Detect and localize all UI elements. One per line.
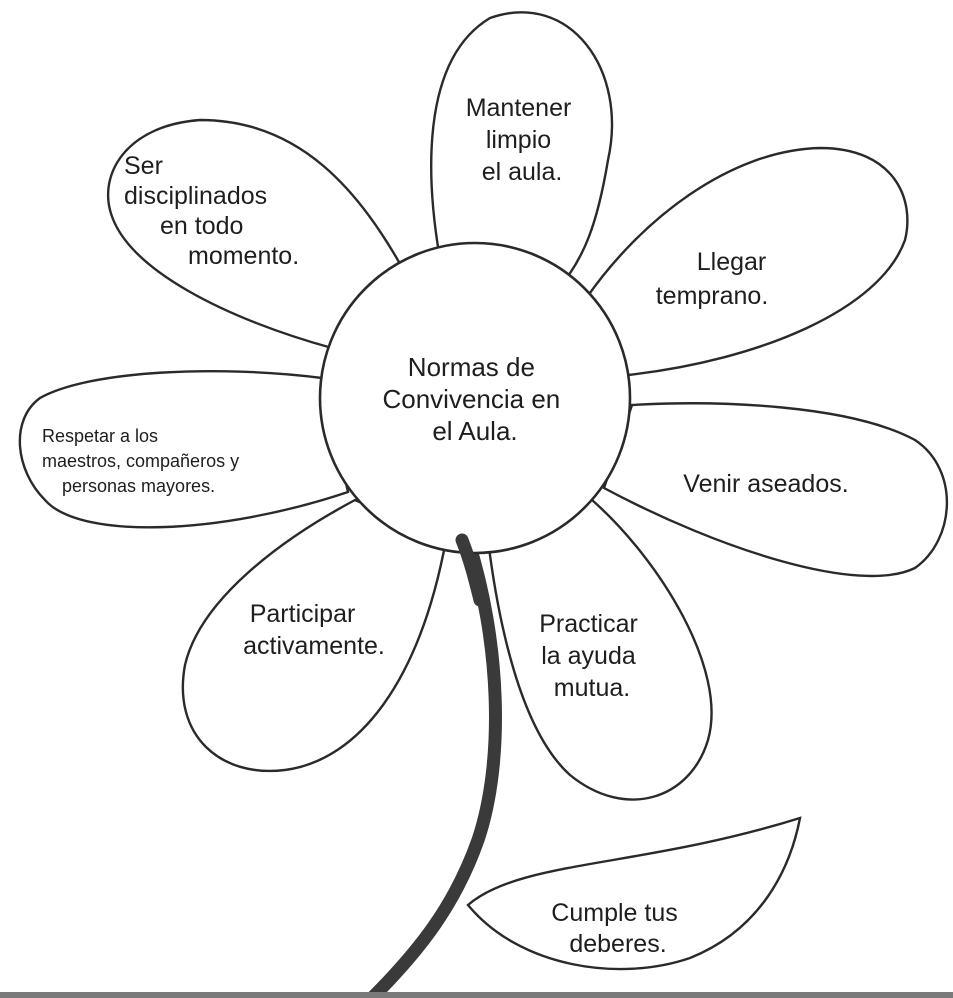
- petal-left: Respetar a los maestros, compañeros y pe…: [18, 369, 350, 529]
- petal-upper-left-text: Ser disciplinados en todo momento.: [124, 152, 299, 270]
- petal-top: Mantener limpio el aula.: [430, 11, 614, 294]
- stem: [365, 533, 502, 998]
- petal-right-text: Venir aseados.: [683, 470, 848, 498]
- petal-upper-right: Llegar temprano.: [583, 146, 909, 377]
- leaf: Cumple tus deberes.: [466, 816, 802, 971]
- petal-left-text: Respetar a los maestros, compañeros y pe…: [42, 426, 244, 496]
- flower-center: Normas de Convivencia en el Aula.: [318, 241, 632, 555]
- center-text: Normas de Convivencia en el Aula.: [382, 352, 567, 446]
- stem-top: [455, 533, 487, 607]
- petal-upper-left: Ser disciplinados en todo momento.: [107, 118, 410, 350]
- petal-right: Venir aseados.: [602, 402, 949, 578]
- petal-lower-left: Participar activamente.: [181, 498, 448, 773]
- petal-upper-right-text: Llegar temprano.: [656, 248, 774, 310]
- petal-lower-left-text: Participar activamente.: [243, 600, 385, 660]
- petal-top-text: Mantener limpio el aula.: [466, 94, 579, 186]
- bottom-border: [0, 992, 953, 998]
- leaf-text: Cumple tus deberes.: [551, 899, 684, 958]
- petal-lower-right: Practicar la ayuda mutua.: [486, 498, 713, 801]
- petal-lower-right-text: Practicar la ayuda mutua.: [539, 610, 645, 702]
